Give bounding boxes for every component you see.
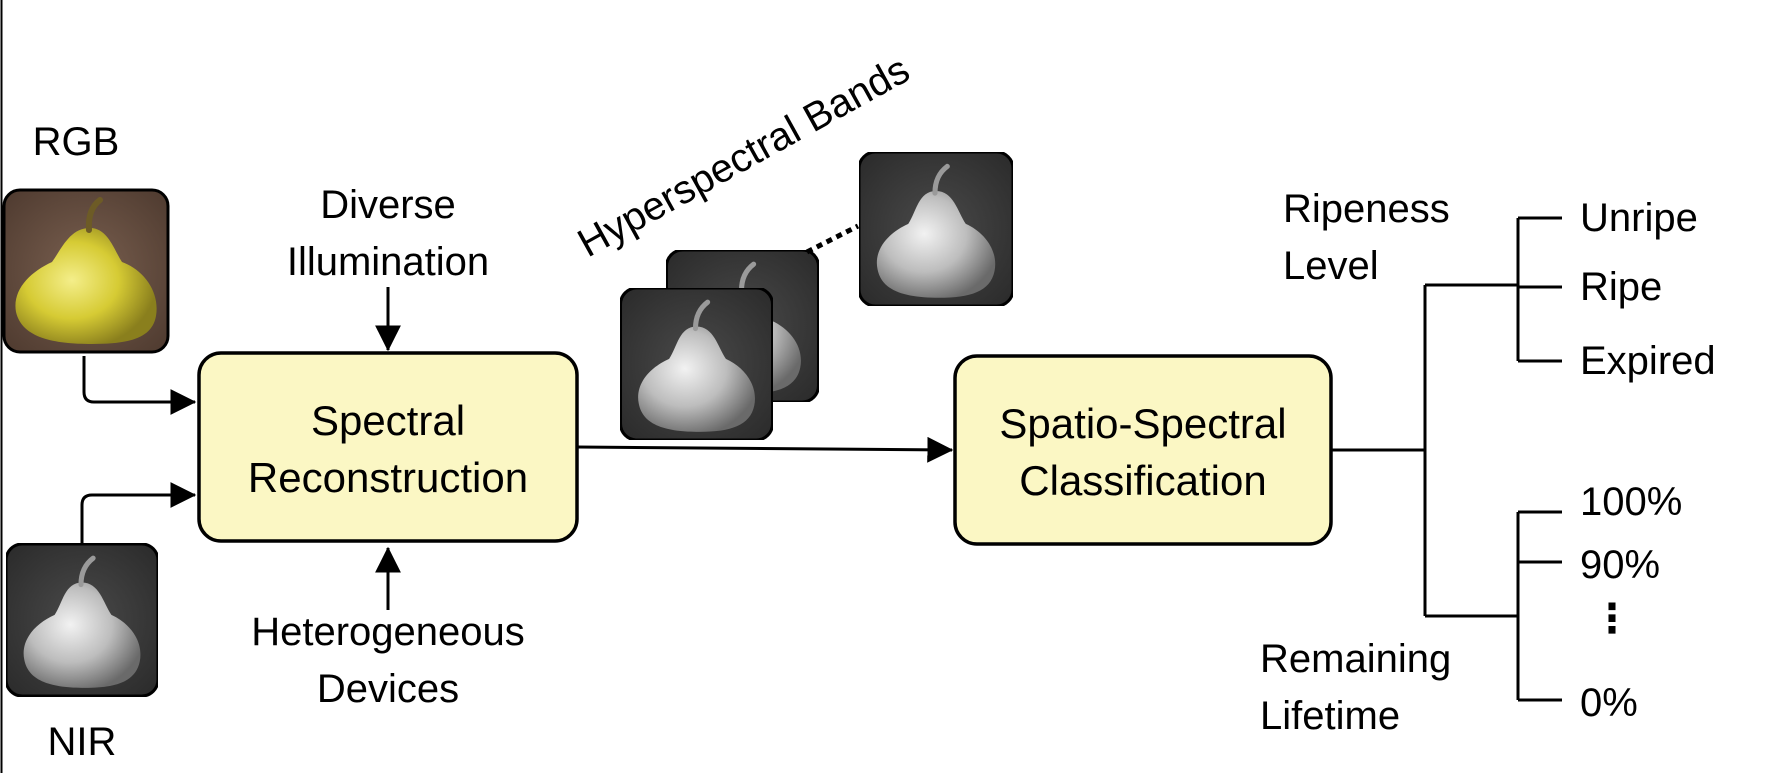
illumination-label-line2: Illumination: [287, 240, 489, 284]
classification-label-line1: Spatio-Spectral: [999, 400, 1286, 447]
nir-to-reconstruction-arrow: [80, 482, 197, 543]
devices-label-line2: Devices: [317, 667, 459, 711]
ripeness-class-ripe: Ripe: [1580, 265, 1662, 309]
lifetime-label-line2: Lifetime: [1260, 694, 1400, 738]
lifetime-value-100: 100%: [1580, 480, 1682, 524]
rgb-to-reconstruction-arrow: [82, 356, 197, 415]
reconstruction-label-line2: Reconstruction: [248, 454, 528, 501]
band-continuation-dots: [805, 223, 860, 255]
output-tree: [1331, 216, 1562, 702]
lifetime-label-line1: Remaining: [1260, 637, 1451, 681]
spectral-reconstruction-box: Spectral Reconstruction: [197, 351, 579, 543]
reconstruction-label-line1: Spectral: [311, 397, 465, 444]
ripeness-class-expired: Expired: [1580, 339, 1716, 383]
lifetime-value-90: 90%: [1580, 543, 1660, 587]
devices-label-line1: Heterogeneous: [251, 610, 525, 654]
nir-pear-icon: [6, 544, 158, 696]
classification-label-line2: Classification: [1019, 457, 1266, 504]
reconstruction-to-classification-arrow: [576, 436, 954, 463]
lifetime-value-0: 0%: [1580, 681, 1638, 725]
illumination-label-line1: Diverse: [320, 183, 456, 227]
ripeness-label-line2: Level: [1283, 244, 1379, 288]
ripeness-label-line1: Ripeness: [1283, 187, 1450, 231]
band-stack-icon: [621, 250, 819, 440]
rgb-label: RGB: [33, 120, 120, 164]
lifetime-value-ellipsis: ⋮: [1592, 597, 1632, 641]
classification-box: Spatio-Spectral Classification: [953, 354, 1333, 546]
ripeness-class-unripe: Unripe: [1580, 196, 1698, 240]
rgb-pear-icon: [2, 188, 170, 354]
nir-label: NIR: [48, 720, 117, 764]
band-last-icon: [859, 152, 1013, 306]
